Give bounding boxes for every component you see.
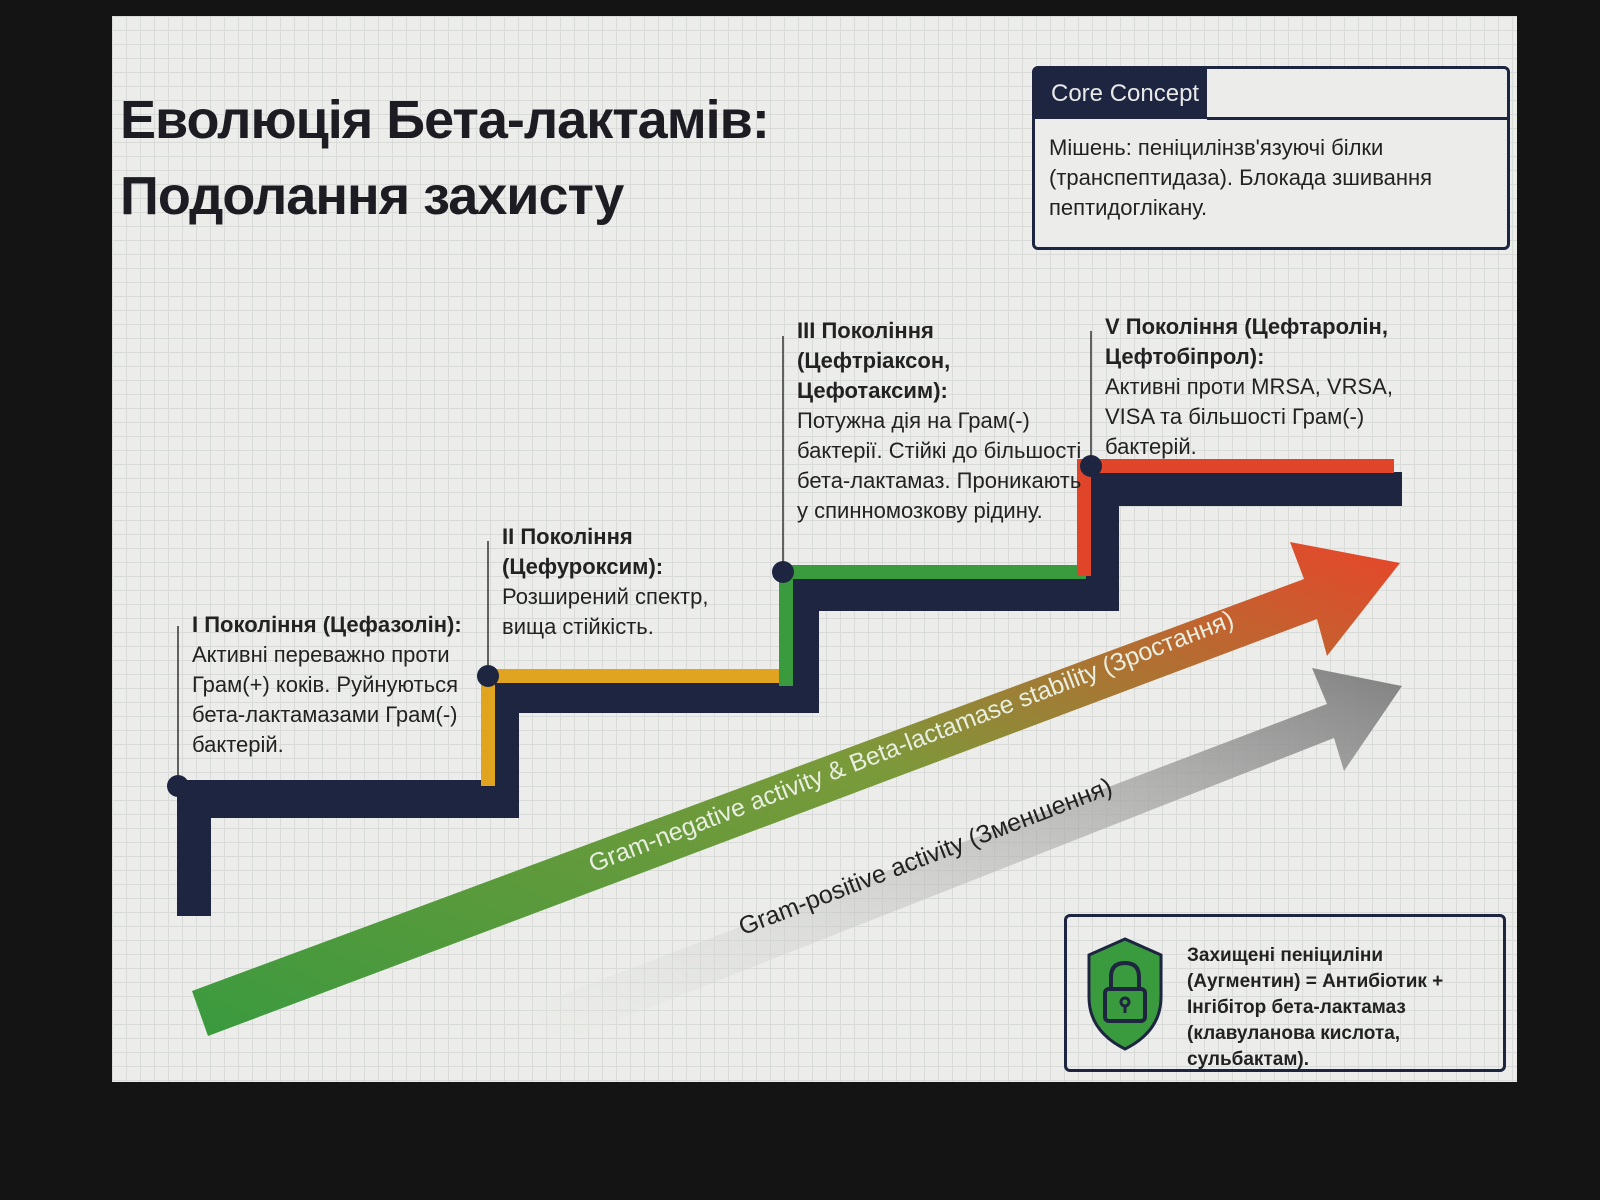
step-gen1: I Покоління (Цефазолін): Активні переваж…: [192, 610, 472, 760]
step-heading: II Покоління (Цефуроксим):: [502, 524, 664, 579]
step-text: Активні проти MRSA, VRSA, VISA та більшо…: [1105, 374, 1393, 459]
title-line-1: Еволюція Бета-лактамів:: [120, 90, 770, 150]
step-text: Активні переважно проти Грам(+) коків. Р…: [192, 642, 458, 757]
gram-negative-arrow: [192, 542, 1400, 1036]
page-title: Еволюція Бета-лактамів: Подолання захист…: [120, 82, 770, 234]
step-text: Розширений спектр, вища стійкість.: [502, 584, 709, 639]
milestone-dot: [1080, 455, 1102, 477]
title-line-2: Подолання захисту: [120, 166, 624, 226]
step-gen2: II Покоління (Цефуроксим): Розширений сп…: [502, 522, 742, 642]
protected-penicillins-text: Захищені пеніциліни (Аугментин) = Антибі…: [1187, 945, 1444, 1070]
core-concept-heading: Core Concept: [1035, 69, 1207, 119]
gram-positive-arrow: [532, 668, 1402, 1046]
step-text: Потужна дія на Грам(-) бактерії. Стійкі …: [797, 408, 1082, 523]
step-gen5: V Покоління (Цефтаролін, Цефтобіпрол): А…: [1105, 312, 1435, 462]
slide: Еволюція Бета-лактамів: Подолання захист…: [112, 16, 1517, 1082]
core-concept-box: Core Concept Мішень: пеніцилінзв'язуючі …: [1032, 66, 1510, 250]
protected-penicillins-box: Захищені пеніциліни (Аугментин) = Антибі…: [1064, 914, 1506, 1072]
step-heading: III Покоління (Цефтріаксон, Цефотаксим):: [797, 318, 951, 403]
milestone-dot: [167, 775, 189, 797]
shield-lock-icon: [1087, 937, 1163, 1051]
step-heading: V Покоління (Цефтаролін, Цефтобіпрол):: [1105, 314, 1388, 369]
milestone-dot: [477, 665, 499, 687]
core-concept-text: Мішень: пеніцилінзв'язуючі білки (трансп…: [1049, 135, 1433, 220]
staircase-diagram: [167, 331, 1402, 1046]
stair-base: [177, 472, 1402, 916]
milestone-dot: [772, 561, 794, 583]
step-heading: I Покоління (Цефазолін):: [192, 612, 462, 637]
step-gen3: III Покоління (Цефтріаксон, Цефотаксим):…: [797, 316, 1087, 526]
